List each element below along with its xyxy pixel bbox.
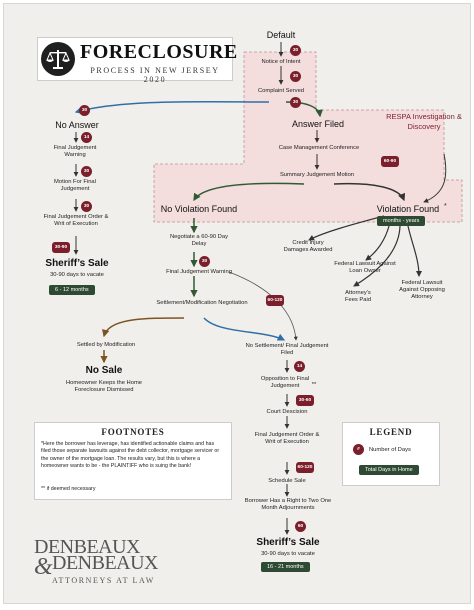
legend-total-days-pill: Total Days in Home: [359, 465, 419, 475]
node-answer-filed: Answer Filed: [291, 119, 345, 129]
badge-default: 30: [290, 45, 301, 56]
respa-zone: [153, 51, 463, 223]
no-sale-outcome: Homeowner Keeps the Home Foreclosure Dis…: [65, 380, 143, 394]
firm-name-line2: DENBEAUX: [52, 552, 159, 574]
node-summary-judgement-motion: Summary Judgement Motion: [279, 172, 355, 178]
total-days-pill-1: 6 - 12 months: [49, 285, 95, 295]
sheriffs-sale-2-vacate: 30-90 days to vacate: [261, 551, 315, 557]
scales-of-justice-icon: [41, 42, 75, 76]
legend-days-label: Number of Days: [369, 447, 411, 453]
legend-panel: LEGEND # Number of Days Total Days in Ho…: [342, 422, 440, 486]
total-days-pill-2: 16 - 21 months: [261, 562, 310, 572]
legend-title: LEGEND: [369, 427, 413, 437]
node-credit-injury: Credit Injury Damages Awarded: [283, 240, 333, 254]
node-no-violation-found: No Violation Found: [160, 204, 238, 214]
node-federal-lawsuit-loan-owner: Federal Lawsuit Against Loan Owner: [334, 261, 396, 275]
node-final-judgement-order-2: Final Judgement Order & Writ of Executio…: [254, 432, 320, 446]
node-final-judgement-warning-2: Final Judgement Warning: [166, 269, 232, 275]
node-case-management: Case Management Conference: [278, 145, 360, 151]
node-final-judgement-order: Final Judgement Order & Writ of Executio…: [43, 214, 109, 228]
badge-borrower: 60: [295, 521, 306, 532]
badge-fjo1: 30: [81, 201, 92, 212]
node-attorneys-fees: Attorney’s Fees Paid: [344, 290, 372, 304]
node-no-sale: No Sale: [85, 365, 123, 376]
footnotes-title: FOOTNOTES: [101, 427, 165, 437]
node-settlement-negotiation: Settlement/Modification Negotiation: [156, 300, 248, 306]
node-schedule-sale: Schedule Sale: [268, 478, 306, 484]
node-settled-by-modification: Settled by Modification: [76, 342, 136, 348]
node-complaint-served: Complaint Served: [257, 88, 305, 94]
node-federal-lawsuit-opposing: Federal Lawsuit Against Opposing Attorne…: [399, 280, 445, 301]
footnotes-panel: FOOTNOTES *Here the borrower has leverag…: [34, 422, 232, 500]
badge-fjw1: 14: [81, 132, 92, 143]
infographic-page: FORECLOSURE PROCESS IN NEW JERSEY 2020 D…: [3, 3, 471, 604]
page-title: FORECLOSURE: [80, 41, 238, 63]
node-sheriffs-sale-2: Sheriff’s Sale: [256, 537, 320, 548]
badge-mfj: 30: [81, 166, 92, 177]
badge-no-answer: 30: [79, 105, 90, 116]
firm-tagline: ATTORNEYS AT LAW: [52, 576, 155, 585]
title-block: FORECLOSURE PROCESS IN NEW JERSEY 2020: [37, 37, 238, 84]
sheriffs-sale-1-vacate: 30-90 days to vacate: [50, 272, 104, 278]
flow-arrows: [73, 42, 463, 535]
badge-respa: 60-90: [381, 156, 399, 167]
badge-settlement: 60-120: [266, 295, 284, 306]
page-subtitle: PROCESS IN NEW JERSEY 2020: [90, 66, 220, 84]
node-negotiate-delay: Negotiate a 60-90 Day Delay: [169, 234, 228, 248]
node-borrower-adjournments: Borrower Has a Right to Two One Month Ad…: [244, 498, 332, 512]
badge-complaint: 30: [290, 97, 301, 108]
badge-fjw2: 30: [199, 256, 210, 267]
node-motion-for-final-judgement: Motion For Final Judgement: [54, 179, 96, 193]
legend-badge-sample: #: [353, 444, 364, 455]
node-no-settlement: No Settlement/ Final Judgement Filed: [245, 343, 329, 357]
node-opposition: Opposition to Final Judgement: [260, 376, 310, 390]
node-final-judgement-warning: Final Judgement Warning: [53, 145, 97, 159]
footnote-2: ** if deemed necessary: [41, 486, 96, 492]
node-notice-of-intent: Notice of Intent: [261, 59, 301, 65]
node-violation-found: Violation Found: [376, 204, 440, 214]
badge-schedule: 60-120: [296, 462, 314, 473]
node-sheriffs-sale-1: Sheriff’s Sale: [45, 258, 109, 269]
node-no-answer: No Answer: [55, 120, 99, 130]
respa-investigation-label: RESPA Investigation & Discovery: [386, 112, 462, 131]
firm-logo: DENBEAUX & DENBEAUX ATTORNEYS AT LAW: [34, 536, 224, 596]
badge-sheriff1: 30-90: [52, 242, 70, 253]
node-court-decision: Court Descision: [266, 409, 308, 415]
badge-notice: 30: [290, 71, 301, 82]
footnote-1: *Here the borrower has leverage, has ide…: [41, 441, 220, 470]
total-days-pill-violation: months - years: [377, 216, 426, 226]
badge-court: 30-60: [296, 395, 314, 406]
badge-opposition: 14: [294, 361, 305, 372]
firm-ampersand: &: [34, 554, 53, 580]
node-default: Default: [266, 30, 296, 40]
opposition-footnote-marker: **: [311, 382, 317, 388]
violation-footnote-marker: *: [444, 203, 447, 210]
firm-name-line1: DENBEAUX: [34, 536, 141, 558]
